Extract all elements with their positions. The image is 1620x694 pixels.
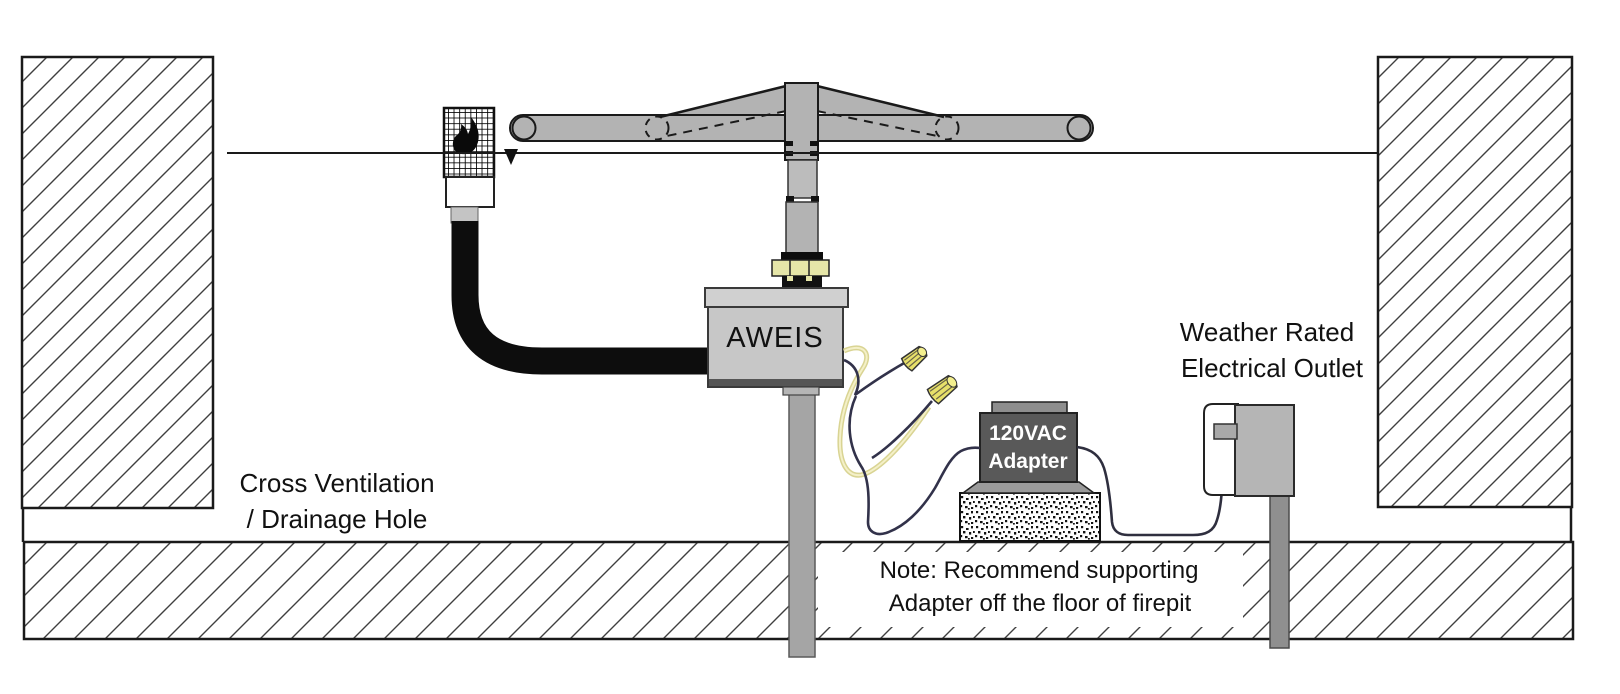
brass-mark-left: [787, 276, 793, 281]
wire-nut-icon: [926, 374, 958, 405]
electrical-outlet: [1203, 403, 1295, 497]
burner-bar-right-cap: [1066, 115, 1092, 141]
outlet-cover-flap: [1203, 403, 1239, 496]
burner-right-arm-tip: [934, 115, 960, 141]
wire-nut-icon: [900, 345, 928, 372]
burner-left-arm-tip: [644, 115, 670, 141]
outlet-mounting-post: [1269, 494, 1290, 649]
gas-supply-hose: [451, 221, 709, 375]
right-firepit-wall: [1376, 55, 1574, 509]
burner-arm-top-edges: [659, 84, 945, 119]
low-voltage-wiring: [837, 345, 981, 536]
burner-mounting-post: [788, 393, 816, 658]
outlet-box: [1234, 404, 1295, 497]
left-firepit-wall: [20, 55, 215, 510]
adapter-lead-wire: [848, 395, 981, 536]
aweis-lid: [704, 287, 849, 308]
valve-collar-upper: [781, 252, 823, 262]
outlet-plug: [1213, 423, 1238, 440]
burner-bar-left-cap: [511, 115, 537, 141]
adapter-label-line1: 120VAC: [989, 422, 1067, 445]
pilot-assembly: [442, 106, 496, 224]
pipe-union-lower: [786, 196, 819, 202]
burner-arm-hidden-edges: [661, 110, 943, 138]
outlet-label-line1: Weather Rated: [1180, 317, 1354, 347]
note-label-line2: Adapter off the floor of firepit: [889, 590, 1192, 617]
power-adapter-assembly: 120VAC Adapter: [959, 401, 1101, 542]
brass-mark-right: [806, 276, 812, 281]
note-label-line1: Note: Recommend supporting: [880, 557, 1199, 584]
dark-wire-to-nut2: [871, 400, 933, 460]
level-arrow-icon: [504, 149, 518, 165]
pilot-body: [445, 176, 495, 208]
burner-center-post: [784, 82, 819, 161]
brass-union-nut: [771, 259, 830, 277]
support-block: [959, 492, 1101, 542]
vent-label-line1: Cross Ventilation: [239, 468, 434, 498]
vent-label-line2: / Drainage Hole: [247, 504, 428, 534]
aweis-body: [707, 306, 844, 388]
dark-wire-to-nut1: [843, 358, 907, 397]
adapter-box: [979, 412, 1078, 483]
aweis-outlet-collar: [782, 386, 820, 396]
burner-assembly: [509, 82, 1094, 290]
pilot-flame-icon: [452, 117, 479, 155]
brass-union-facets: [789, 260, 810, 276]
cream-wire-highlight: [838, 346, 930, 477]
riser-pipe-lower: [785, 201, 819, 255]
note-background: [818, 552, 1243, 627]
adapter-label-line2: Adapter: [988, 450, 1067, 473]
aweis-label: AWEIS: [726, 322, 823, 354]
outlet-label-line2: Electrical Outlet: [1181, 353, 1364, 383]
aweis-bottom-band: [709, 379, 842, 386]
adapter-base: [960, 481, 1097, 494]
riser-pipe-upper: [787, 159, 818, 199]
aweis-module: AWEIS: [704, 287, 849, 396]
pilot-hose-connector: [450, 206, 479, 224]
